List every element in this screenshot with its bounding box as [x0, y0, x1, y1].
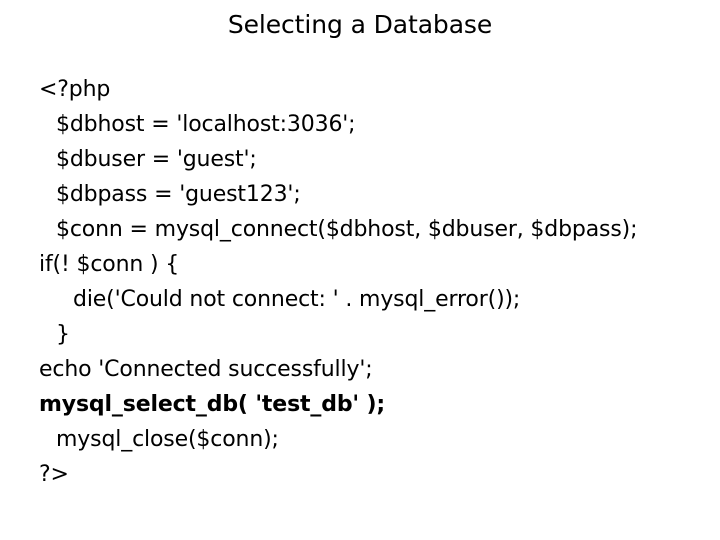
code-line: <?php [39, 77, 111, 102]
code-line: mysql_select_db( 'test_db' ); [39, 392, 386, 417]
code-line: echo 'Connected successfully'; [39, 357, 373, 382]
code-line: $dbuser = 'guest'; [56, 147, 257, 172]
code-line: } [56, 322, 70, 347]
code-line: mysql_close($conn); [56, 427, 279, 452]
code-line: ?> [39, 462, 69, 487]
code-line: die('Could not connect: ' . mysql_error(… [73, 287, 521, 312]
code-line: $conn = mysql_connect($dbhost, $dbuser, … [56, 217, 638, 242]
code-line: if(! $conn ) { [39, 252, 180, 277]
code-line: $dbpass = 'guest123'; [56, 182, 301, 207]
code-block: <?php $dbhost = 'localhost:3036'; $dbuser … [39, 72, 699, 492]
code-line: $dbhost = 'localhost:3036'; [56, 112, 356, 137]
page-title: Selecting a Database [227, 10, 493, 39]
